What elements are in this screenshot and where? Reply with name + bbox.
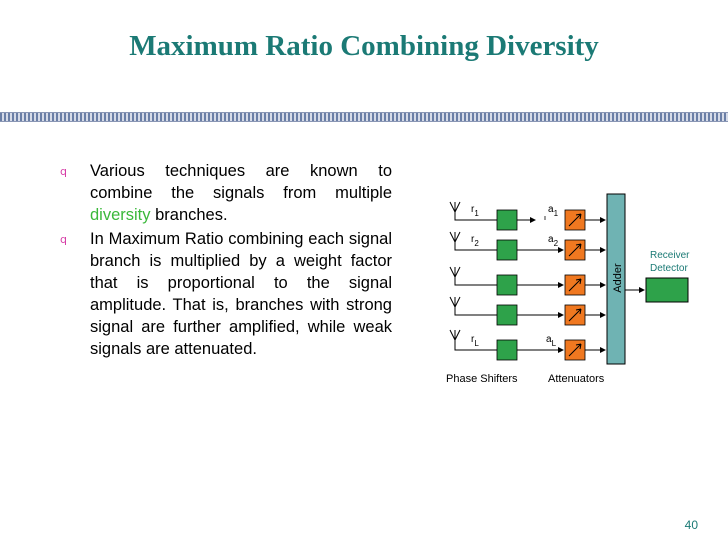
phase-shifter <box>496 304 518 326</box>
branch-rows <box>449 201 606 361</box>
phase-shifter <box>496 274 518 296</box>
phase-shifter <box>496 339 518 361</box>
a2-label: a2 <box>548 234 559 248</box>
antenna-icon <box>449 296 497 316</box>
receiver-block <box>645 277 689 303</box>
attenuators-label: Attenuators <box>548 373 605 385</box>
r1-label: r1 <box>471 204 479 218</box>
a1-label: a1 <box>548 204 559 218</box>
antenna-icon <box>449 266 497 286</box>
bullet-marker: q <box>60 233 67 246</box>
branch-row <box>449 296 606 326</box>
adder-label: Adder <box>612 263 624 293</box>
page-number: 40 <box>684 518 698 532</box>
branch-row <box>449 201 606 231</box>
mrc-diagram: Adder Receiver Detector <box>440 190 700 395</box>
aL-label: aL <box>546 334 557 348</box>
bullet-item-1: q Various techniques are known to combin… <box>60 160 392 226</box>
branch-row <box>449 231 606 261</box>
branch-row <box>449 329 606 361</box>
receiver-label-line2: Detector <box>650 263 688 274</box>
title-divider <box>0 112 728 122</box>
bullet-marker: q <box>60 165 67 178</box>
bullet-list: q Various techniques are known to combin… <box>60 160 392 362</box>
antenna-icon <box>449 329 497 351</box>
phase-shifters-label: Phase Shifters <box>446 373 518 385</box>
branch-row <box>449 266 606 296</box>
bullet-text-1a: Various techniques are known to combine … <box>90 162 392 202</box>
phase-shifter <box>496 239 518 261</box>
antenna-icon <box>449 201 497 221</box>
receiver-label-line1: Receiver <box>650 250 690 261</box>
phase-shifter <box>496 209 518 231</box>
r2-label: r2 <box>471 234 479 248</box>
mrc-diagram-svg: Adder Receiver Detector <box>446 193 690 385</box>
bullet-item-2: q In Maximum Ratio combining each signal… <box>60 228 392 360</box>
bullet-text-2: In Maximum Ratio combining each signal b… <box>90 230 392 358</box>
antenna-icon <box>449 231 497 251</box>
rL-label: rL <box>471 334 479 348</box>
slide-title: Maximum Ratio Combining Diversity <box>129 30 599 62</box>
bullet-highlight-diversity: diversity <box>90 206 151 224</box>
adder-block <box>606 193 626 365</box>
bullet-text-1b: branches. <box>150 206 228 224</box>
